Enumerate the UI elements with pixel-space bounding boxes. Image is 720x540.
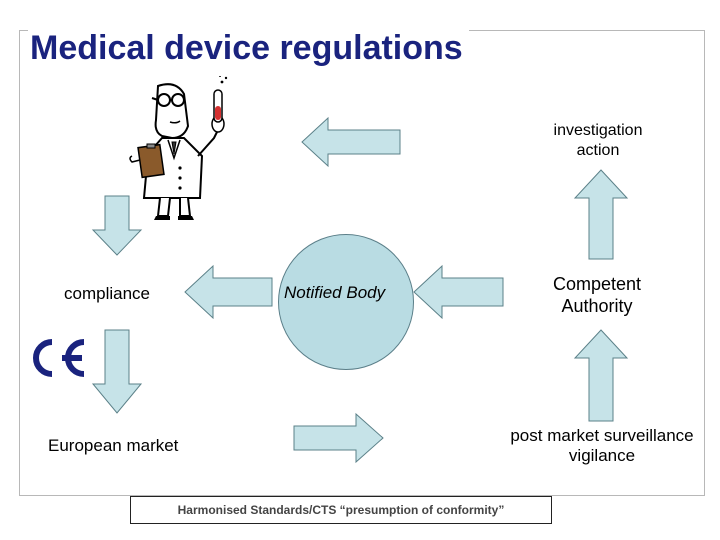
arrow-left-right-middle	[414, 266, 504, 318]
footer-note: Harmonised Standards/CTS “presumption of…	[130, 496, 552, 524]
competent-authority-label: Competent Authority	[544, 273, 650, 317]
arrow-left-middle	[185, 266, 273, 318]
action-line: action	[546, 141, 650, 161]
ce-mark-icon	[26, 336, 88, 380]
post-market-line: post market surveillance	[504, 426, 700, 446]
arrow-right-bottom	[294, 414, 384, 462]
competent-line: Competent	[544, 273, 650, 295]
vigilance-line: vigilance	[504, 446, 700, 466]
arrow-up-right-upper	[574, 170, 628, 260]
european-market-label: European market	[48, 436, 178, 456]
post-market-label: post market surveillance vigilance	[504, 426, 700, 466]
arrow-up-right-lower	[574, 330, 628, 422]
arrow-left-top	[302, 118, 402, 166]
authority-line: Authority	[544, 295, 650, 317]
investigation-action-label: investigation action	[546, 121, 650, 161]
compliance-label: compliance	[64, 284, 150, 304]
arrow-down-left-lower	[92, 330, 142, 414]
arrow-down-left-upper	[92, 196, 142, 256]
page-title: Medical device regulations	[28, 28, 469, 68]
investigation-line: investigation	[546, 121, 650, 141]
notified-body-label: Notified Body	[284, 283, 385, 303]
